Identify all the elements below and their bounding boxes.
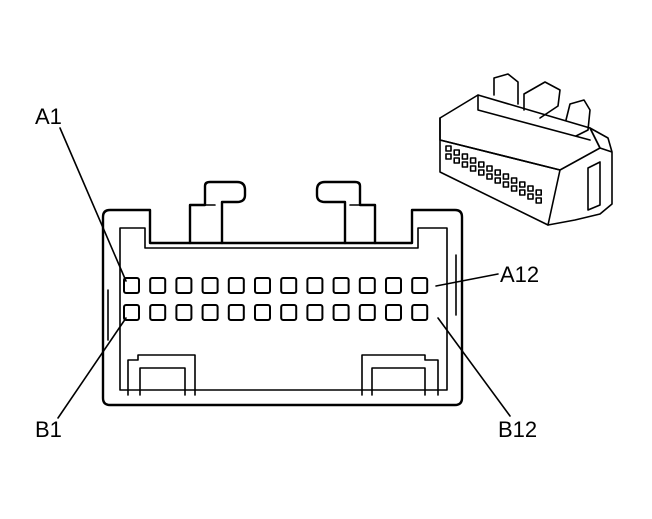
iso-pin-b5 <box>477 169 485 176</box>
connector-outer-body <box>101 208 464 407</box>
pin-cavity-a4 <box>201 277 219 294</box>
lock-slot-left <box>127 354 196 396</box>
pin-cavity-b8 <box>306 304 324 321</box>
iso-top-latch-1 <box>493 73 519 105</box>
latch-right <box>315 180 377 245</box>
label-a1: A1 <box>35 104 62 129</box>
connector-isometric-view <box>439 73 613 226</box>
leader-b12 <box>437 317 511 417</box>
iso-pin-a9 <box>510 177 518 184</box>
pin-cavity-b9 <box>332 304 350 321</box>
leader-b1 <box>57 317 127 419</box>
pin-cavity-a9 <box>332 277 350 294</box>
iso-pin-b2 <box>453 157 461 164</box>
pin-cavity-a1 <box>123 277 140 294</box>
iso-pin-grid <box>445 145 543 204</box>
iso-pin-a2 <box>453 149 461 156</box>
pin-cavity-b3 <box>175 304 193 321</box>
iso-top-ridge <box>477 94 591 141</box>
pin-cavity-b6 <box>254 304 271 321</box>
iso-top-latch-2 <box>523 81 561 119</box>
iso-pin-a12 <box>535 189 543 196</box>
iso-pin-a1 <box>445 145 452 152</box>
iso-pin-a7 <box>494 169 502 176</box>
iso-pin-a6 <box>486 165 493 172</box>
connector-inner-cavity <box>119 227 448 391</box>
pin-cavity-b5 <box>227 304 245 321</box>
iso-pin-b12 <box>535 197 543 204</box>
iso-pin-a3 <box>461 153 469 160</box>
label-b12: B12 <box>498 417 537 442</box>
iso-pin-b4 <box>469 165 477 172</box>
pin-cavity-a7 <box>280 277 298 294</box>
iso-pin-b9 <box>510 185 518 192</box>
iso-pin-a8 <box>502 173 510 180</box>
pin-cavity-b11 <box>385 304 402 321</box>
iso-pin-b8 <box>502 181 510 188</box>
pin-cavity-b7 <box>280 304 298 321</box>
connector-front-view <box>101 180 464 407</box>
iso-side-latch <box>587 161 601 211</box>
pin-cavity-b1 <box>123 304 140 321</box>
label-b1: B1 <box>35 417 62 442</box>
iso-pin-b11 <box>527 193 534 200</box>
iso-pin-b3 <box>461 161 469 168</box>
iso-top-latch-3 <box>565 99 591 137</box>
lock-slot-right <box>361 354 439 396</box>
label-a12: A12 <box>500 262 539 287</box>
lock-slot-right-inner <box>371 367 426 396</box>
pin-cavity-a2 <box>149 277 167 294</box>
iso-pin-a4 <box>469 157 477 164</box>
iso-right-face <box>547 127 613 226</box>
leader-lines <box>57 127 511 419</box>
iso-pin-a11 <box>527 185 534 192</box>
pin-cavity-a3 <box>175 277 193 294</box>
pin-cavity-a6 <box>254 277 271 294</box>
pin-cavity-b2 <box>149 304 167 321</box>
pin-cavity-b4 <box>201 304 219 321</box>
pin-cavity-b10 <box>358 304 376 321</box>
pin-cavity-b12 <box>411 304 429 321</box>
iso-pin-b6 <box>486 173 493 180</box>
iso-pin-a5 <box>477 161 485 168</box>
pin-cavity-a8 <box>306 277 324 294</box>
pin-cavity-a10 <box>358 277 376 294</box>
iso-pin-b7 <box>494 177 502 184</box>
pin-cavity-a11 <box>385 277 402 294</box>
pin-cavity-a5 <box>227 277 245 294</box>
iso-pin-a10 <box>518 181 526 188</box>
iso-pin-b1 <box>445 153 452 160</box>
latch-left <box>188 180 247 245</box>
pin-grid <box>123 277 429 321</box>
pin-cavity-a12 <box>411 277 429 294</box>
leader-a1 <box>59 127 127 282</box>
leader-a12 <box>435 273 499 287</box>
iso-pin-b10 <box>518 189 526 196</box>
lock-slot-left-inner <box>139 367 186 396</box>
